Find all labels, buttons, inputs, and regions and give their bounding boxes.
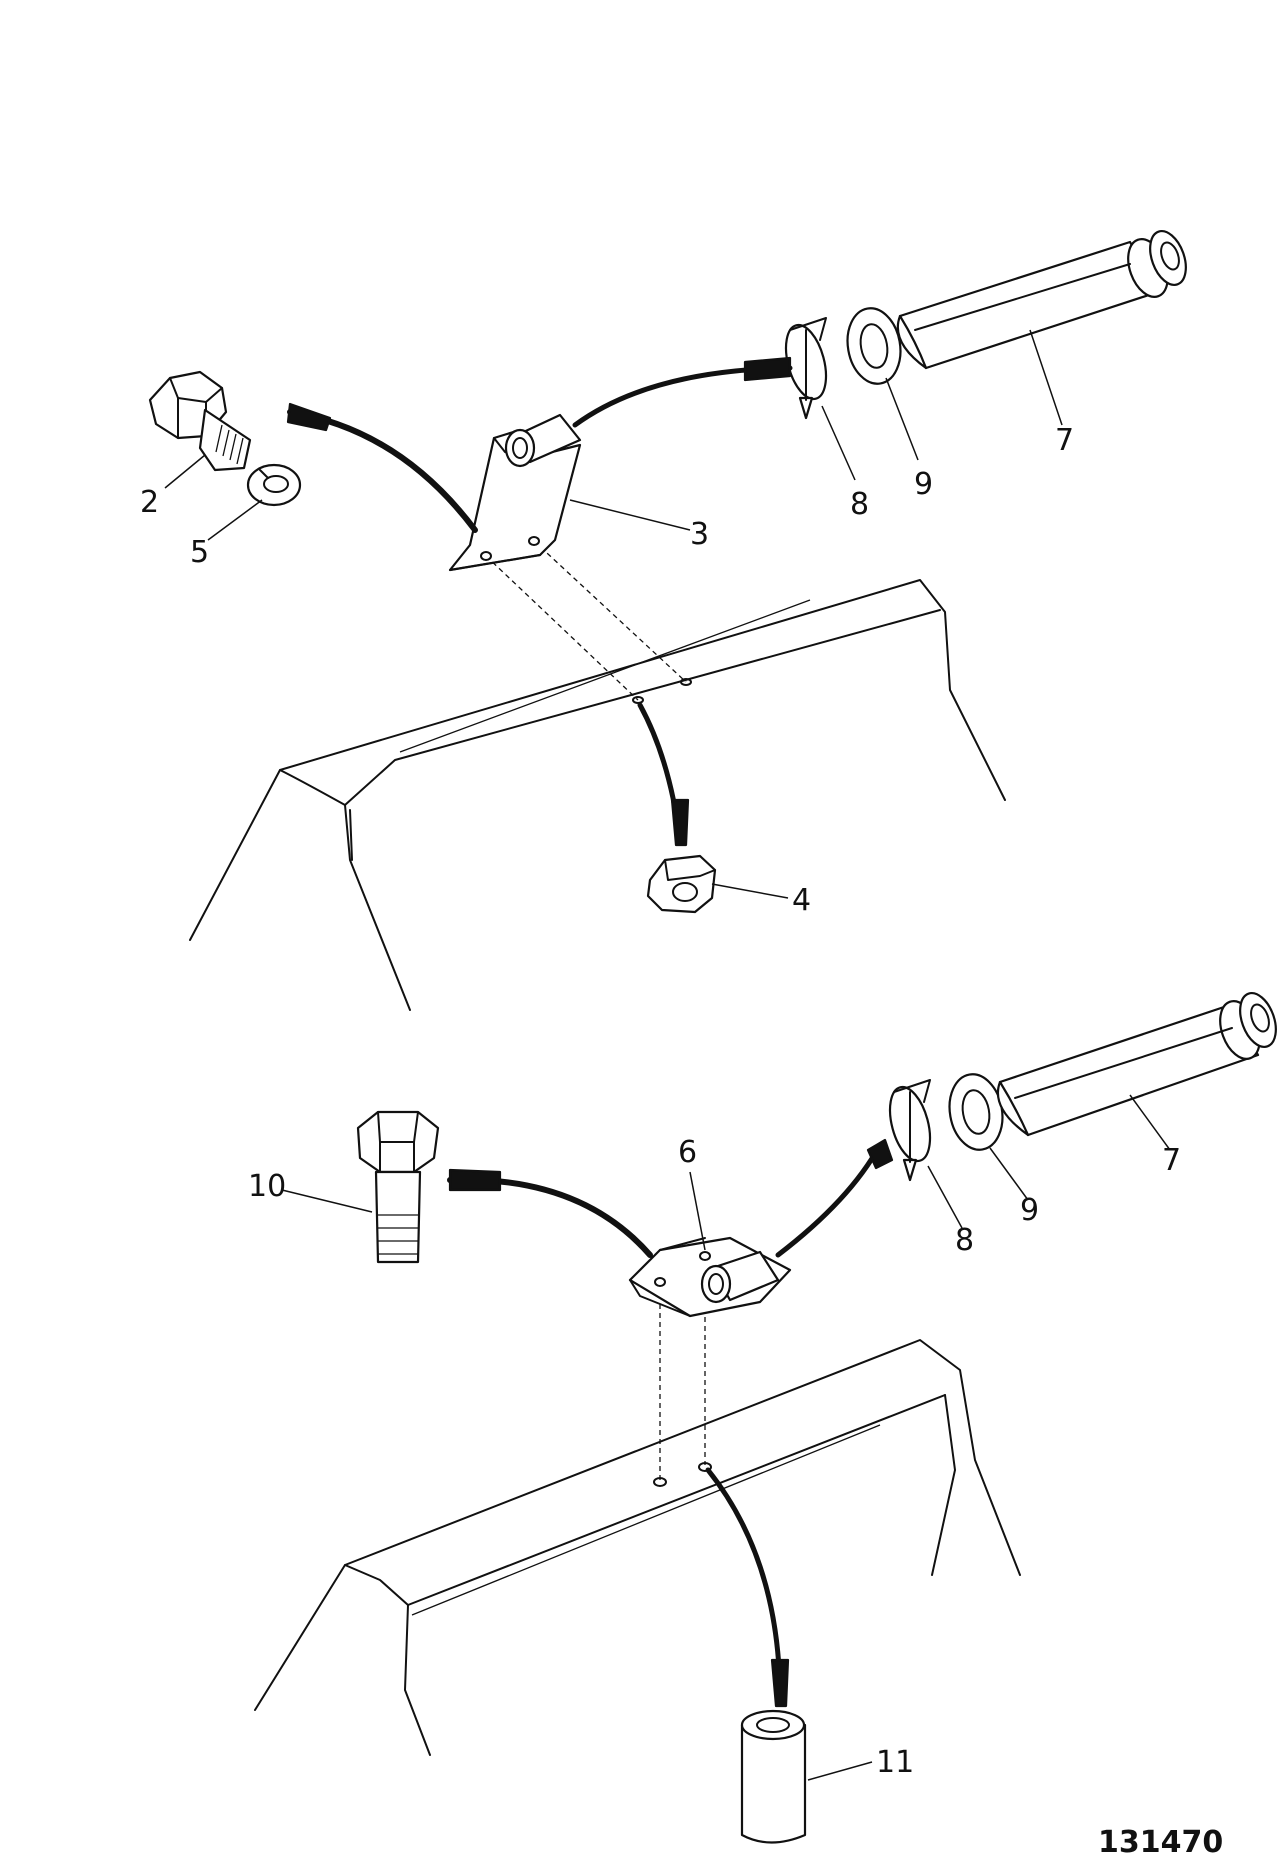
panel-hole (680, 678, 692, 686)
leader-line (164, 454, 206, 489)
alignment-line (533, 540, 687, 683)
bolt (148, 370, 252, 472)
callout-3: 3 (690, 517, 709, 552)
lock-washer (246, 463, 302, 507)
pivot-pin (896, 230, 1187, 370)
callout-5: 5 (190, 535, 209, 570)
callout-2: 2 (140, 485, 159, 520)
leader-line (821, 405, 856, 481)
lower-assembly (254, 992, 1277, 1844)
callout-7: 7 (1162, 1143, 1181, 1178)
leader-line (711, 883, 789, 899)
upper-assembly (148, 230, 1187, 1011)
callout-8: 8 (850, 487, 869, 522)
leader-line (569, 499, 691, 531)
callout-7: 7 (1055, 423, 1074, 458)
lower-body-panel (254, 1339, 1021, 1756)
hinge-bracket (448, 413, 582, 572)
linch-pin (888, 1079, 932, 1182)
upper-body-panel (189, 579, 1006, 1011)
leader-line (207, 499, 263, 541)
leader-line (281, 1189, 373, 1213)
figure-number: 131470 (1098, 1825, 1223, 1855)
pivot-pin (996, 992, 1277, 1137)
assembly-arrow (775, 1142, 883, 1258)
hex-nut (646, 854, 717, 914)
assembly-arrow-head (743, 356, 792, 382)
assembly-arrow-head (670, 798, 690, 847)
leader-line (1129, 1094, 1171, 1151)
assembly-arrow (705, 1467, 783, 1703)
leader-line (689, 1171, 706, 1251)
callouts: 2 5 3 8 9 7 4 6 10 8 9 7 11 (140, 423, 1181, 1780)
callout-11: 11 (876, 1745, 914, 1780)
assembly-arrow-head (866, 1138, 894, 1170)
callout-10: 10 (248, 1169, 286, 1204)
callout-6: 6 (678, 1135, 697, 1170)
bolt (356, 1110, 440, 1264)
callout-4: 4 (792, 883, 811, 918)
leader-line (807, 1761, 873, 1781)
leader-line (1029, 329, 1063, 426)
flat-washer (948, 1073, 1004, 1151)
flat-washer (846, 307, 902, 385)
leader-line (885, 377, 919, 461)
callout-9: 9 (914, 467, 933, 502)
assembly-arrow-head (286, 402, 332, 432)
threaded-bush (740, 1709, 807, 1844)
assembly-arrow-head (770, 1658, 790, 1708)
assembly-arrow (287, 409, 478, 533)
assembly-arrow-head (448, 1168, 502, 1192)
callout-9: 9 (1020, 1193, 1039, 1228)
leader-line (989, 1147, 1029, 1201)
callout-8: 8 (955, 1223, 974, 1258)
alignment-line (485, 555, 639, 701)
leader-line (927, 1165, 963, 1229)
panel-hole (632, 696, 644, 704)
mounting-bracket (628, 1236, 792, 1318)
